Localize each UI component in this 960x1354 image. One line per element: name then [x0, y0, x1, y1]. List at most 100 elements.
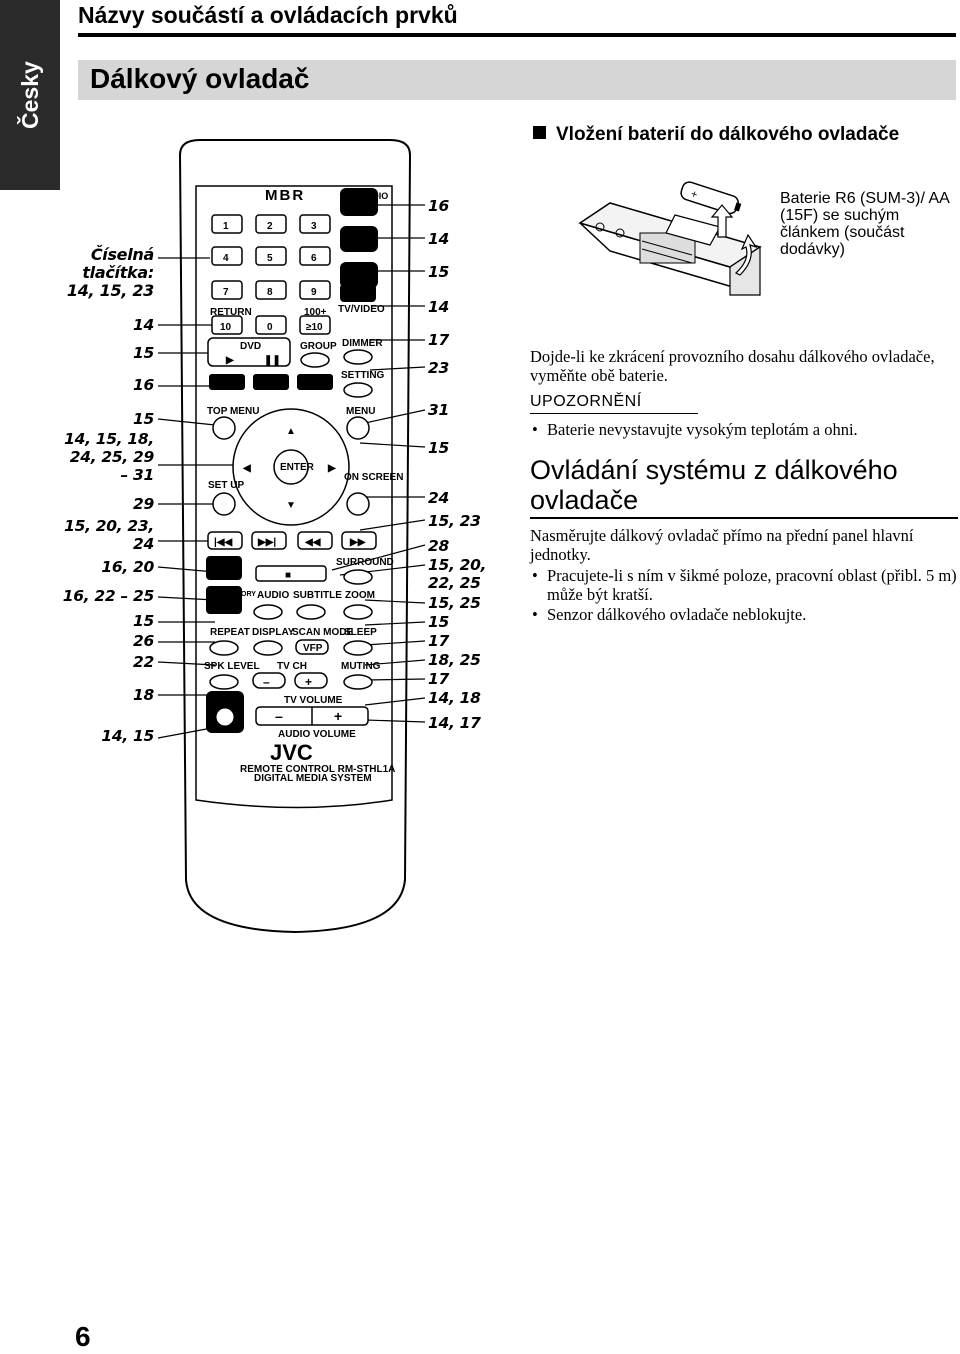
- mbr-logo: MBR: [265, 187, 305, 204]
- arrow-up-icon: ▲: [286, 426, 296, 437]
- number-keypad: [211, 214, 331, 335]
- callout-label: 15, 25: [428, 594, 481, 612]
- vfp-button: [295, 639, 329, 655]
- video1-button: [209, 374, 245, 390]
- arrow-left-icon: ◀: [242, 463, 251, 474]
- subtitle-button: [296, 604, 326, 620]
- callout-label: 16: [428, 197, 449, 215]
- callout-label: 28: [428, 537, 449, 555]
- set-up-button: [212, 492, 236, 516]
- sleep-button: [343, 640, 373, 656]
- key-0: 0: [267, 322, 273, 333]
- operation-bullet: Pracujete-li s ním v šikmé poloze, praco…: [530, 566, 957, 604]
- setting-label: SETTING: [341, 370, 385, 381]
- section-title: Dálkový ovladač: [90, 63, 310, 94]
- stop-button: [255, 565, 327, 582]
- forward-button: [341, 531, 377, 550]
- caution-underline: [530, 413, 698, 414]
- surround-label: SURROUND: [336, 557, 394, 568]
- callout-label: 15: [133, 344, 154, 362]
- video2-button: [253, 374, 289, 390]
- display-button: [253, 640, 283, 656]
- muting-label: MUTING: [341, 661, 381, 672]
- power-tv-label: ⏻/I TV: [344, 236, 370, 246]
- callout-label: 15, 20, 22, 25: [428, 556, 487, 592]
- brand-logo: JVC: [270, 740, 313, 765]
- spk-level-label: SPK LEVEL: [204, 661, 260, 672]
- key-6: 6: [311, 253, 317, 264]
- spk-level-button: [209, 674, 239, 690]
- callout-label: 15: [133, 410, 154, 428]
- battery-heading-text: Vložení baterií do dálkového ovladače: [556, 124, 900, 145]
- callout-label: 22: [133, 653, 154, 671]
- model-subtitle: DIGITAL MEDIA SYSTEM: [254, 773, 372, 784]
- callout-label: 15: [428, 439, 449, 457]
- callout-label: 17: [428, 670, 449, 688]
- power-buttons: [340, 188, 378, 288]
- operation-divider: [530, 517, 958, 519]
- key-3: 3: [311, 221, 317, 232]
- ipod-label: iPod: [212, 559, 229, 568]
- shift-button: [215, 707, 235, 727]
- repeat-label: REPEAT: [210, 627, 250, 638]
- skip-next-icon: ▶▶|: [257, 537, 276, 548]
- callout-label: 16, 22 – 25: [62, 587, 155, 605]
- enter-button: [273, 449, 309, 485]
- callout-label: 14, 17: [428, 714, 481, 732]
- top-menu-button: [212, 416, 236, 440]
- volume-down-icon: –: [275, 708, 283, 724]
- callout-label: 15, 23: [428, 512, 481, 530]
- page-title: Názvy součástí a ovládacích prvků: [78, 2, 458, 28]
- callout-label: 18, 25: [428, 651, 481, 669]
- surround-button: [343, 569, 373, 585]
- dvd-label: DVD: [240, 341, 261, 352]
- callout-label: 26: [133, 632, 154, 650]
- sleep-label: SLEEP: [344, 627, 377, 638]
- callout-label: 24: [428, 489, 449, 507]
- key-5: 5: [267, 253, 273, 264]
- power-audio-label: ⏻/I AUDIO: [345, 191, 388, 201]
- prev-button: [207, 531, 243, 550]
- tv-ch-down-button: [252, 672, 286, 689]
- title-divider: [78, 33, 956, 37]
- operation-title-line1: Ovládání systému z dálkového: [530, 455, 898, 485]
- menu-label: MENU: [346, 406, 375, 417]
- tv-ch-up-button: [294, 672, 328, 689]
- range-note: Dojde-li ke zkrácení provozního dosahu d…: [530, 347, 935, 385]
- dimmer-button: [343, 349, 373, 365]
- arrow-down-icon: ▼: [286, 500, 296, 511]
- operation-title: Ovládání systému z dálkového ovladače: [530, 455, 898, 515]
- repeat-button: [209, 640, 239, 656]
- fast-forward-icon: ▶▶: [349, 537, 367, 548]
- key-1: 1: [223, 221, 229, 232]
- callout-label: 15: [133, 612, 154, 630]
- video2-label: VIDEO2: [256, 378, 286, 387]
- plus100-label: 100+: [304, 307, 327, 318]
- tv-volume-label: TV VOLUME: [284, 695, 343, 706]
- pause-icon: ❚❚: [264, 355, 281, 366]
- tv-ch-label: TV CH: [277, 661, 307, 672]
- plus-icon: +: [305, 675, 312, 689]
- arrow-right-icon: ▶: [327, 463, 337, 474]
- battery-heading: Vložení baterií do dálkového ovladače: [533, 124, 899, 146]
- callout-number-keys: Číselná tlačítka: 14, 15, 23: [66, 245, 154, 300]
- audio-volume-label: AUDIO VOLUME: [278, 729, 356, 740]
- group-label: GROUP: [300, 341, 337, 352]
- operation-bullet: Senzor dálkového ovladače neblokujte.: [530, 605, 957, 624]
- page-number: 6: [75, 1321, 91, 1352]
- callout-label: 29: [133, 495, 154, 513]
- vfp-label: VFP: [303, 643, 323, 654]
- callout-label: 14, 15, 18, 24, 25, 29 – 31: [64, 430, 154, 484]
- zoom-label: ZOOM: [345, 590, 375, 601]
- minus-icon: –: [263, 675, 270, 689]
- subtitle-label: SUBTITLE: [293, 590, 342, 601]
- rewind-icon: ◀◀: [304, 537, 321, 548]
- key-ge10: ≥10: [306, 322, 323, 333]
- shift-label: SHIFT: [211, 695, 238, 705]
- menu-button: [346, 416, 370, 440]
- dvd-button-group: [207, 337, 291, 367]
- tv-video-label: TV/VIDEO: [338, 304, 385, 315]
- key-4: 4: [223, 253, 229, 264]
- video3-button: [297, 374, 333, 390]
- callout-label: 23: [428, 359, 449, 377]
